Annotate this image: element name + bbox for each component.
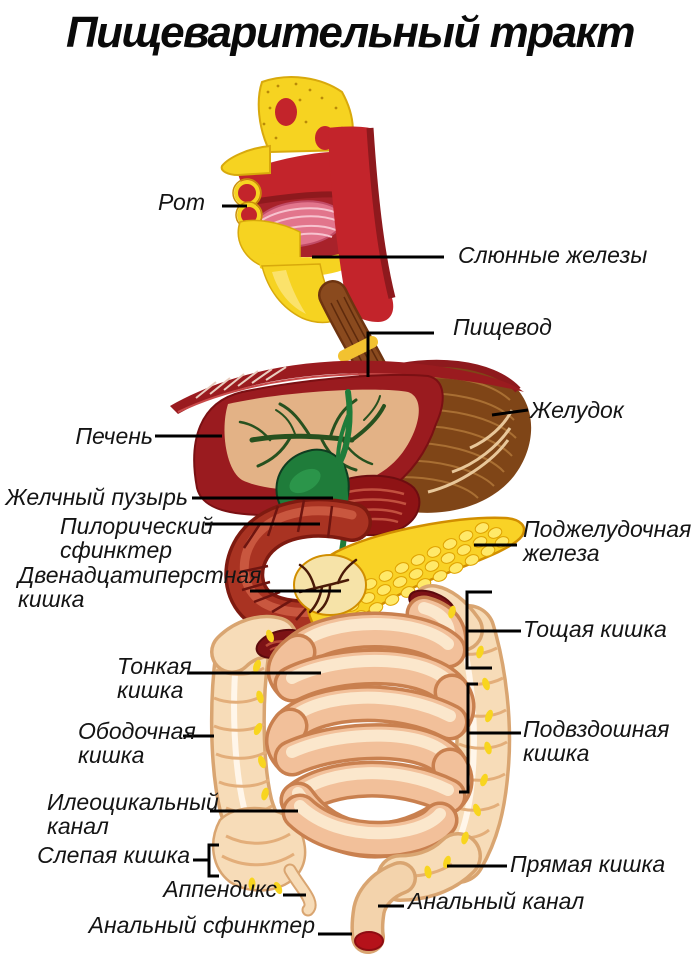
- label-pyloric-sphincter: Пилорический сфинктер: [60, 513, 214, 563]
- label-esophagus: Пищевод: [453, 314, 552, 340]
- label-duodenum: Двенадцатиперстная кишка: [18, 562, 262, 612]
- fat-blobs: [248, 605, 493, 895]
- label-small-intestine: Тонкая кишка: [117, 653, 192, 703]
- label-gallbladder: Желчный пузырь: [5, 484, 188, 510]
- label-cecum: Слепая кишка: [37, 842, 190, 868]
- label-anal-canal: Анальный канал: [408, 888, 585, 914]
- label-pancreas: Поджелудочная железа: [523, 516, 692, 566]
- label-ileocecal-canal: Илеоцикальный канал: [47, 789, 219, 839]
- label-colon: Ободочная кишка: [78, 718, 196, 768]
- label-rectum: Прямая кишка: [510, 851, 666, 877]
- leader-lines: [155, 204, 529, 936]
- label-appendix: Аппендикс: [163, 876, 277, 902]
- label-mouth: Рот: [157, 189, 205, 215]
- label-stomach: Желудок: [530, 397, 624, 423]
- label-anal-sphincter: Анальный сфинктер: [88, 912, 315, 938]
- pancreas-shape: [293, 516, 526, 633]
- span-brackets: [193, 590, 521, 878]
- label-salivary-glands: Слюнные железы: [458, 242, 648, 268]
- small-intestine-coils: [283, 608, 457, 840]
- pharynx-shape: [328, 126, 396, 322]
- label-ileum: Подвздошная кишка: [523, 716, 670, 766]
- page-title: Пищеварительный тракт: [66, 8, 635, 57]
- duodenum-shape: [240, 500, 352, 620]
- label-liver: Печень: [75, 423, 153, 449]
- label-jejunum: Тощая кишка: [523, 616, 667, 642]
- appendix-shape: [290, 870, 310, 910]
